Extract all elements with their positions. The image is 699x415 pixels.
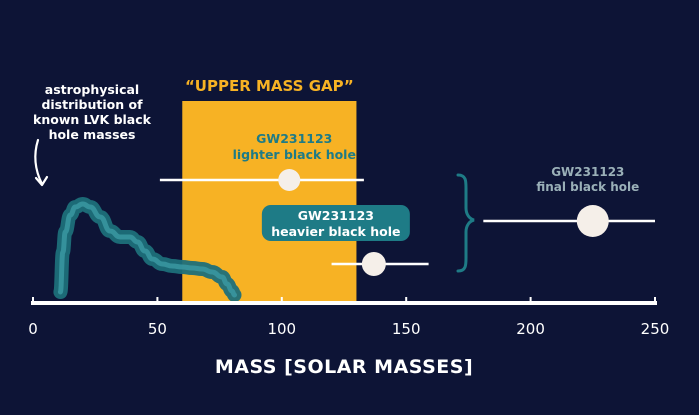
mass-gap-label: “UPPER MASS GAP” [185, 77, 354, 95]
point-label-lighter: lighter black hole [233, 147, 356, 162]
x-tick-label: 50 [148, 320, 167, 338]
distribution-label-line: hole masses [49, 127, 136, 142]
point-label-heavier: GW231123 [298, 208, 374, 223]
point-heavier [361, 252, 386, 276]
point-final [576, 205, 609, 237]
label-box-heavier [261, 205, 410, 241]
x-tick-label: 150 [392, 320, 421, 338]
distribution-label-line: astrophysical [45, 82, 139, 97]
distribution-curve-core [57, 201, 237, 298]
x-axis-title: MASS [SOLAR MASSES] [215, 356, 473, 378]
point-label-final: GW231123 [551, 165, 624, 179]
arrow-head-icon [34, 175, 49, 187]
x-tick-label: 100 [267, 320, 296, 338]
distribution-label-line: known LVK black [33, 112, 152, 127]
x-tick-label: 200 [516, 320, 545, 338]
point-label-heavier: heavier black hole [271, 224, 400, 239]
x-tick-label: 0 [28, 320, 38, 338]
arrow-down-icon [34, 138, 44, 186]
point-lighter [278, 169, 301, 191]
curly-brace [456, 173, 475, 273]
point-label-final: final black hole [536, 180, 639, 194]
point-label-lighter: GW231123 [256, 131, 332, 146]
x-tick-label: 250 [641, 320, 670, 338]
distribution-label-line: distribution of [41, 97, 143, 112]
